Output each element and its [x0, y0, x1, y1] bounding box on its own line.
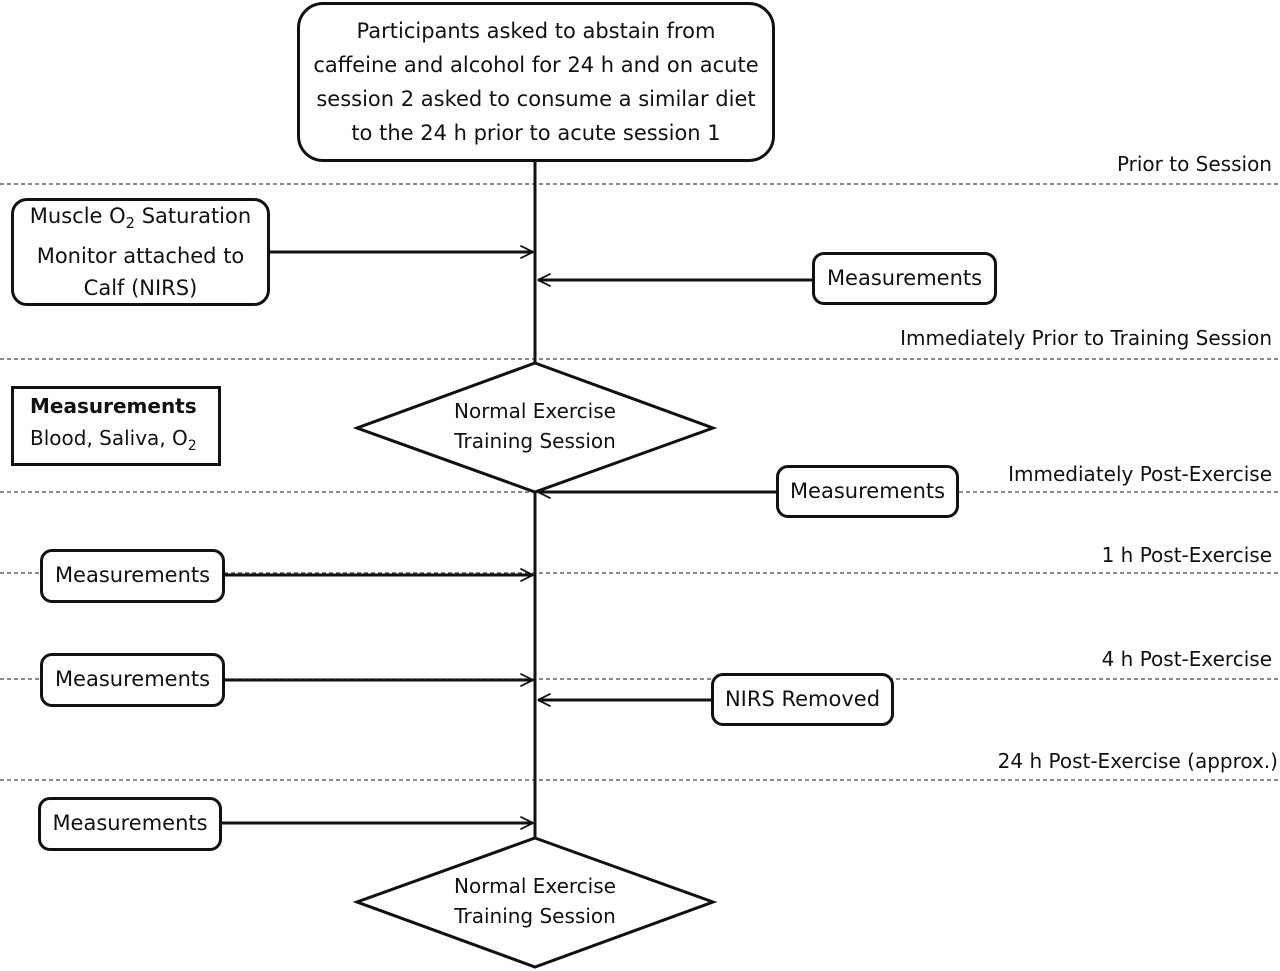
- legend-title: Measurements: [30, 394, 197, 418]
- nirs-attach-box: Muscle O2 Saturation Monitor attached to…: [11, 198, 270, 306]
- measurements-4h-label: Measurements: [54, 667, 211, 692]
- exercise-2-line-2: Training Session: [454, 904, 616, 928]
- nirs-removed-label: NIRS Removed: [724, 686, 881, 711]
- start-line-3: session 2 asked to consume a similar die…: [316, 87, 756, 111]
- exercise-2-line-1: Normal Exercise: [454, 874, 616, 898]
- stage-4h-label: 4 h Post-Exercise: [1101, 647, 1272, 671]
- measurements-box-1h: Measurements: [40, 549, 225, 603]
- stage-immediately-prior-label: Immediately Prior to Training Session: [900, 326, 1272, 350]
- measurements-box-24h: Measurements: [38, 797, 222, 851]
- measurements-box-4h: Measurements: [40, 653, 225, 707]
- nirs-line-3: Calf (NIRS): [83, 276, 198, 301]
- nirs-line-1: Muscle O2 Saturation: [29, 203, 252, 233]
- stage-prior-label: Prior to Session: [1116, 152, 1272, 176]
- exercise-1-line-1: Normal Exercise: [454, 399, 616, 423]
- start-instructions-box: Participants asked to abstain from caffe…: [297, 2, 775, 162]
- exercise-session-1-text: Normal Exercise Training Session: [400, 396, 670, 456]
- nirs-removed-box: NIRS Removed: [711, 673, 894, 726]
- start-line-1: Participants asked to abstain from: [356, 19, 716, 43]
- measurements-pre-label: Measurements: [826, 265, 983, 290]
- measurements-box-pre: Measurements: [812, 252, 997, 305]
- nirs-line-2: Monitor attached to: [36, 244, 245, 269]
- exercise-diamond-1: [352, 361, 718, 494]
- measurements-1h-label: Measurements: [54, 563, 211, 588]
- stage-24h-label: 24 h Post-Exercise (approx.): [997, 749, 1278, 773]
- exercise-session-2-text: Normal Exercise Training Session: [400, 871, 670, 931]
- stage-immediately-post-label: Immediately Post-Exercise: [1008, 462, 1272, 486]
- legend-body: Blood, Saliva, O2: [30, 426, 197, 454]
- start-line-2: caffeine and alcohol for 24 h and on acu…: [313, 53, 759, 77]
- stage-1h-label: 1 h Post-Exercise: [1101, 543, 1272, 567]
- exercise-diamond-2: [352, 836, 718, 969]
- measurements-legend: Measurements Blood, Saliva, O2: [11, 386, 221, 466]
- exercise-1-line-2: Training Session: [454, 429, 616, 453]
- measurements-24h-label: Measurements: [52, 811, 208, 836]
- start-line-4: to the 24 h prior to acute session 1: [351, 121, 721, 145]
- measurements-box-post: Measurements: [776, 465, 959, 518]
- measurements-post-label: Measurements: [789, 478, 946, 503]
